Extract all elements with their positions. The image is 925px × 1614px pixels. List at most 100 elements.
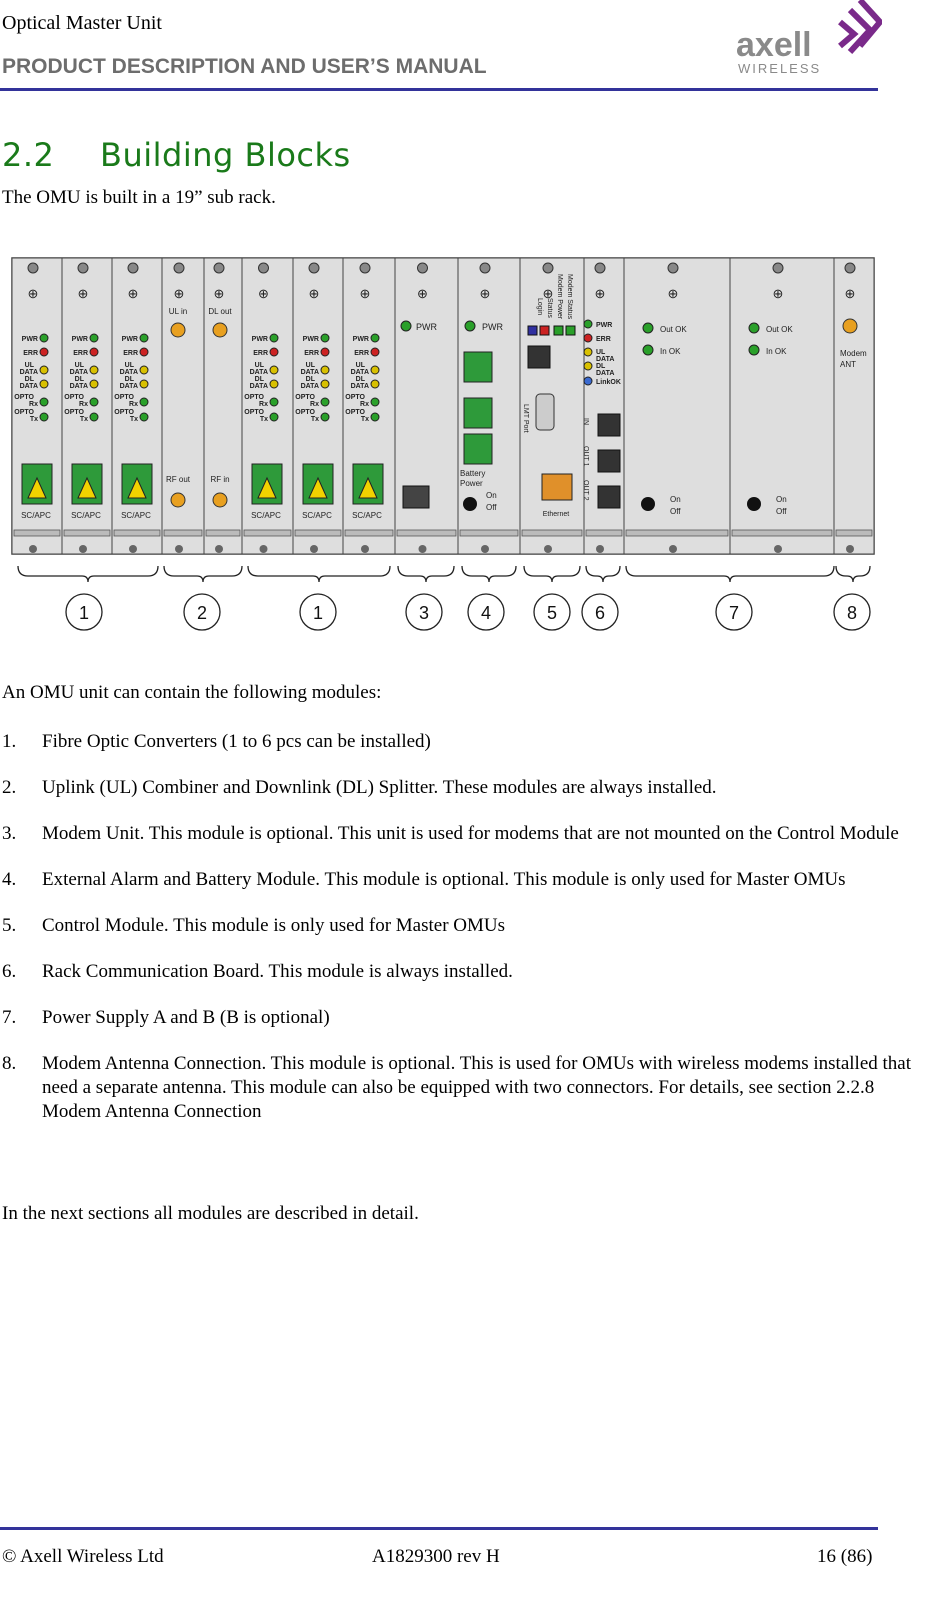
label-text: UL bbox=[596, 349, 606, 356]
label-text: OUT 1 bbox=[582, 446, 589, 467]
rf-connector bbox=[170, 322, 186, 338]
label-text: ANT bbox=[840, 360, 856, 369]
slot-handle bbox=[731, 529, 833, 537]
label-text: PWR bbox=[122, 336, 138, 343]
label-text: SC/APC bbox=[352, 511, 382, 520]
list-item-text: Modem Unit. This module is optional. Thi… bbox=[42, 823, 899, 844]
slot-handle bbox=[521, 529, 583, 537]
status-led bbox=[269, 333, 279, 343]
callout-circle bbox=[299, 593, 337, 631]
label-text: DATA bbox=[250, 369, 268, 376]
terminal-block bbox=[463, 433, 493, 465]
status-led bbox=[139, 365, 149, 375]
label-text: OPTO bbox=[64, 409, 84, 416]
label-text: Power bbox=[460, 479, 483, 488]
status-led bbox=[139, 412, 149, 422]
bottom-screw bbox=[361, 545, 369, 553]
status-led bbox=[583, 347, 593, 357]
rf-connector bbox=[212, 322, 228, 338]
grouping-brace bbox=[625, 565, 835, 583]
label-text: ERR bbox=[354, 350, 369, 357]
label-text: LinkOK bbox=[596, 379, 621, 386]
laser-warning-icon bbox=[27, 476, 47, 499]
bottom-screw bbox=[481, 545, 489, 553]
label-text: Status bbox=[546, 298, 553, 318]
label-text: OPTO bbox=[244, 394, 264, 401]
status-led bbox=[370, 347, 380, 357]
label-text: Off bbox=[776, 507, 787, 516]
label-text: OPTO bbox=[244, 409, 264, 416]
label-text: DL bbox=[596, 363, 606, 370]
status-led bbox=[320, 379, 330, 389]
label-text: OPTO bbox=[345, 409, 365, 416]
label-text: Tx bbox=[80, 416, 88, 423]
screw bbox=[173, 262, 185, 274]
footer-copyright: © Axell Wireless Ltd bbox=[2, 1546, 164, 1567]
bottom-screw bbox=[669, 545, 677, 553]
label-text: SC/APC bbox=[302, 511, 332, 520]
status-led bbox=[89, 347, 99, 357]
laser-warning-icon bbox=[77, 476, 97, 499]
laser-warning-icon bbox=[127, 476, 147, 499]
list-item: 2.Uplink (UL) Combiner and Downlink (DL)… bbox=[2, 776, 912, 800]
screw-symbol: ⊕ bbox=[128, 286, 139, 301]
label-text: DATA bbox=[351, 369, 369, 376]
label-text: Out OK bbox=[660, 325, 687, 334]
screw-symbol: ⊕ bbox=[78, 286, 89, 301]
label-text: DL bbox=[25, 376, 35, 383]
label-text: OPTO bbox=[114, 394, 134, 401]
screw bbox=[479, 262, 491, 274]
pwr-led bbox=[464, 320, 476, 332]
list-item-text: Fibre Optic Converters (1 to 6 pcs can b… bbox=[42, 731, 431, 752]
label-text: RF in bbox=[210, 475, 229, 484]
screw bbox=[213, 262, 225, 274]
status-led bbox=[39, 365, 49, 375]
list-item: 5.Control Module. This module is only us… bbox=[2, 914, 912, 938]
label-text: DL bbox=[255, 376, 265, 383]
power-switch bbox=[747, 497, 761, 511]
bottom-screw bbox=[596, 545, 604, 553]
status-led bbox=[89, 379, 99, 389]
list-item-number: 7. bbox=[2, 1007, 17, 1028]
status-led bbox=[583, 376, 593, 386]
bottom-screw bbox=[259, 545, 268, 553]
status-led bbox=[89, 412, 99, 422]
rf-connector bbox=[212, 492, 228, 508]
status-led bbox=[269, 412, 279, 422]
logo-subtext: WIRELESS bbox=[738, 61, 821, 76]
label-text: IN bbox=[582, 418, 589, 425]
grouping-brace bbox=[397, 565, 455, 583]
status-led bbox=[320, 412, 330, 422]
logo-chevron-3 bbox=[857, 0, 882, 48]
label-text: PWR bbox=[482, 322, 503, 332]
list-item-number: 1. bbox=[2, 731, 17, 752]
status-led bbox=[553, 325, 564, 336]
screw-symbol: ⊕ bbox=[258, 286, 269, 301]
bottom-screw bbox=[29, 545, 37, 553]
label-text: OPTO bbox=[295, 394, 315, 401]
status-led bbox=[139, 397, 149, 407]
label-text: SC/APC bbox=[21, 511, 51, 520]
list-item-text: Modem Antenna Connection. This module is… bbox=[42, 1053, 911, 1122]
label-text: DATA bbox=[20, 383, 38, 390]
module-slot bbox=[203, 257, 243, 555]
label-text: OPTO bbox=[14, 409, 34, 416]
status-led bbox=[370, 412, 380, 422]
label-text: On bbox=[486, 491, 497, 500]
footer-rule bbox=[0, 1527, 878, 1530]
rj45-port bbox=[597, 485, 621, 509]
out-ok-led bbox=[642, 322, 654, 334]
label-text: Off bbox=[670, 507, 681, 516]
label-text: LMT Port bbox=[522, 404, 529, 433]
label-text: DATA bbox=[120, 369, 138, 376]
list-item: 7.Power Supply A and B (B is optional) bbox=[2, 1006, 912, 1030]
screw-symbol: ⊕ bbox=[309, 286, 320, 301]
screw bbox=[308, 262, 320, 274]
module-slot bbox=[292, 257, 344, 555]
list-item: 3.Modem Unit. This module is optional. T… bbox=[2, 822, 912, 846]
grouping-brace bbox=[17, 565, 159, 583]
label-text: PWR bbox=[303, 336, 319, 343]
slot-handle bbox=[459, 529, 519, 537]
bottom-screw bbox=[215, 545, 223, 553]
